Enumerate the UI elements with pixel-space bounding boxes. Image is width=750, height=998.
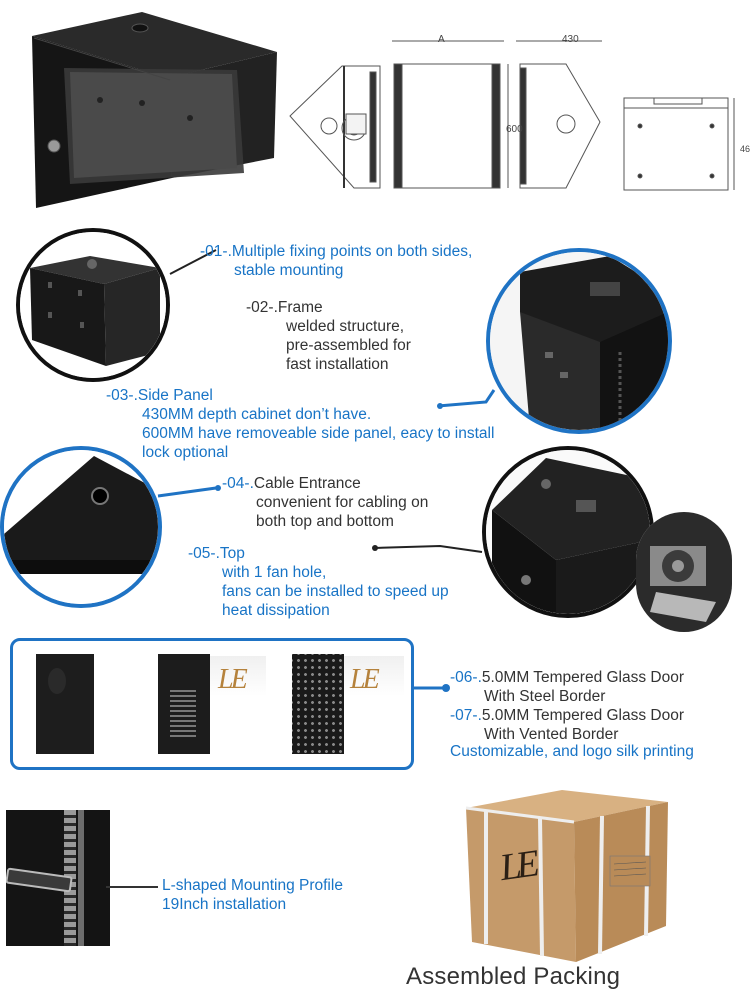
feature-03-num: -03-. — [106, 387, 138, 404]
door-06-line-1: 5.0MM Tempered Glass Door — [481, 669, 685, 686]
feature-04-text: -04-.Cable Entrance convenient for cabli… — [222, 474, 428, 531]
dim-430-label: 430 — [562, 34, 579, 45]
feature-02-line-4: fast installation — [286, 356, 389, 373]
packing-title: Assembled Packing — [406, 963, 621, 990]
connector-01 — [169, 249, 217, 275]
feature-01-text: -01-.Multiple fixing points on both side… — [200, 242, 472, 280]
doors-frame — [10, 638, 414, 770]
feature-03-line-3: 600MM have removeable side panel, eacy t… — [142, 425, 495, 442]
feature-04-line-2: convenient for cabling on — [256, 494, 429, 511]
feature-02-line-2: welded structure, — [286, 318, 405, 335]
feature-05-num: -05-. — [188, 545, 220, 562]
cable-entrance-photo — [0, 446, 162, 608]
connector-doors — [414, 684, 450, 692]
feature-05-text: -05-.Top with 1 fan hole, fans can be in… — [188, 544, 449, 620]
feature-02-text: -02-.Frame welded structure, pre-assembl… — [246, 298, 411, 374]
glass-door-steel-border — [158, 654, 210, 754]
feature-01-line-1: Multiple fixing points on both sides, — [231, 243, 473, 260]
door-07-line-2: With Vented Border — [484, 726, 619, 743]
feature-01-line-2: stable mounting — [234, 262, 344, 279]
feature-05-line-4: heat dissipation — [222, 602, 330, 619]
feature-04-num: -04-. — [222, 475, 254, 492]
fixing-points-photo — [16, 228, 170, 382]
logo-2: LE — [350, 664, 380, 695]
box-logo: LE — [497, 842, 538, 890]
feature-01-num: -01-. — [200, 243, 232, 260]
feature-03-line-4: lock optional — [142, 444, 229, 461]
dim-a-label: A — [438, 34, 445, 45]
profile-line-2: 19Inch installation — [162, 896, 287, 913]
feature-05-line-1: Top — [219, 545, 245, 562]
door-06-text: -06-.5.0MM Tempered Glass Door With Stee… — [450, 668, 684, 706]
door-06-num: -06-. — [450, 669, 482, 686]
mounting-profile-photo — [6, 810, 110, 946]
connector-profile — [106, 886, 158, 888]
feature-05-line-3: fans can be installed to speed up — [222, 583, 449, 600]
feature-04-line-1: Cable Entrance — [253, 475, 361, 492]
cabinet-photo — [32, 12, 277, 208]
profile-line-1: L-shaped Mounting Profile — [162, 877, 343, 894]
glass-door-vented-border — [292, 654, 344, 754]
frame-photo — [486, 248, 672, 434]
glass-panel-1 — [210, 656, 266, 696]
dim-460-label: 460 — [740, 144, 750, 154]
top-fan-photo — [482, 446, 654, 618]
logo-1: LE — [218, 664, 248, 695]
feature-04-line-3: both top and bottom — [256, 513, 394, 530]
glass-panel-2 — [344, 656, 404, 696]
feature-03-line-1: Side Panel — [137, 387, 213, 404]
connector-05 — [372, 544, 483, 553]
feature-03-line-2: 430MM depth cabinet don’t have. — [142, 406, 372, 423]
feature-02-line-3: pre-assembled for — [286, 337, 411, 354]
feature-05-line-2: with 1 fan hole, — [222, 564, 327, 581]
fan-inset-photo — [636, 512, 732, 632]
connector-03 — [437, 389, 496, 409]
profile-text: L-shaped Mounting Profile 19Inch install… — [162, 876, 343, 914]
door-07-num: -07-. — [450, 707, 482, 724]
dim-600-label: 600 — [506, 124, 523, 135]
solid-door — [36, 654, 94, 754]
customizable-note: Customizable, and logo silk printing — [450, 743, 694, 760]
door-07-text: -07-.5.0MM Tempered Glass Door With Vent… — [450, 706, 684, 744]
packing-box-photo — [465, 790, 668, 962]
connector-04 — [157, 485, 221, 498]
feature-02-line-1: Frame — [277, 299, 323, 316]
feature-02-num: -02-. — [246, 299, 278, 316]
door-06-line-2: With Steel Border — [484, 688, 606, 705]
door-07-line-1: 5.0MM Tempered Glass Door — [481, 707, 685, 724]
technical-drawings — [289, 40, 735, 191]
feature-03-text: -03-.Side Panel 430MM depth cabinet don’… — [106, 386, 494, 462]
